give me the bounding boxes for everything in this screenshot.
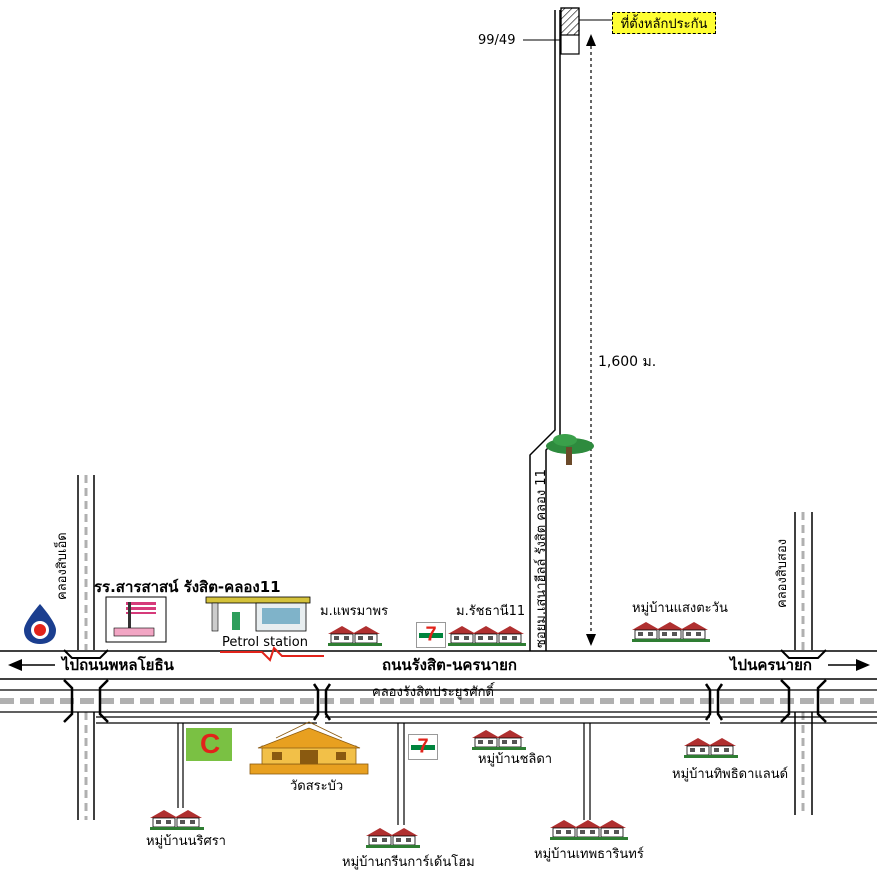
canal-right (794, 512, 813, 815)
side-roads (177, 723, 591, 825)
house-cluster-icon (150, 810, 204, 830)
distance-label: 1,600 ม. (598, 354, 657, 370)
petrol-station-icon (205, 596, 324, 662)
direction-arrows (8, 659, 870, 671)
bigc-logo-icon: C (186, 728, 232, 761)
house-cluster-icon (366, 828, 420, 848)
house-cluster-icon (684, 738, 738, 758)
house-cluster-icon (632, 622, 710, 642)
property-pin-label: ที่ตั้งหลักประกัน (612, 12, 716, 34)
village-label: หมู่บ้านทิพธิดาแลนด์ (672, 767, 789, 782)
temple-label: วัดสระบัว (290, 779, 344, 794)
village-label: หมู่บ้านเทพธารินทร์ (534, 847, 644, 862)
to-left-label: ไปถนนพหลโยธิน (62, 656, 174, 674)
bridges (63, 649, 827, 723)
canal-main (0, 689, 877, 713)
village-label: หมู่บ้านกรีนการ์เด้นโฮม (342, 855, 475, 870)
house-cluster-icon (472, 730, 526, 750)
village-label: หมู่บ้านนริศรา (146, 834, 226, 849)
canal-right-label: คลองสิบสอง (775, 538, 790, 608)
school-icon (105, 596, 167, 643)
seven-eleven-icon: 7 (408, 734, 438, 760)
house-number: 99/49 (478, 33, 516, 48)
village-label: หมู่บ้านแสงตะวัน (632, 601, 728, 616)
canal-main-label: คลองรังสิตประยูรศักดิ์ (372, 685, 494, 700)
houses (150, 622, 738, 848)
frontage-road (96, 716, 877, 724)
to-right-label: ไปนครนายก (730, 656, 812, 674)
seven-eleven-icon: 7 (416, 622, 446, 648)
petrol-label: Petrol station (222, 635, 308, 650)
ptt-logo-icon (24, 604, 56, 644)
tree-icon (546, 434, 594, 465)
main-road (0, 650, 877, 680)
house-cluster-icon (328, 626, 382, 646)
canal-left (77, 475, 95, 820)
soi-label: ซอยม.เสนาฮีลล์ รังสิต คลอง 11 (534, 469, 549, 648)
canal-left-label: คลองสิบเอ็ด (55, 532, 70, 600)
temple-icon (249, 721, 369, 775)
distance-arrow (586, 34, 596, 646)
village-label: ม.แพรมาพร (320, 604, 389, 619)
village-label: หมู่บ้านชลิดา (478, 752, 553, 767)
property-plot (523, 7, 612, 55)
main-road-label: ถนนรังสิต-นครนายก (382, 656, 517, 674)
school-label: รร.สารสาสน์ รังสิต-คลอง11 (94, 578, 281, 596)
village-label: ม.รัชธานี11 (456, 604, 526, 619)
house-cluster-icon (448, 626, 526, 646)
house-cluster-icon (550, 820, 628, 840)
